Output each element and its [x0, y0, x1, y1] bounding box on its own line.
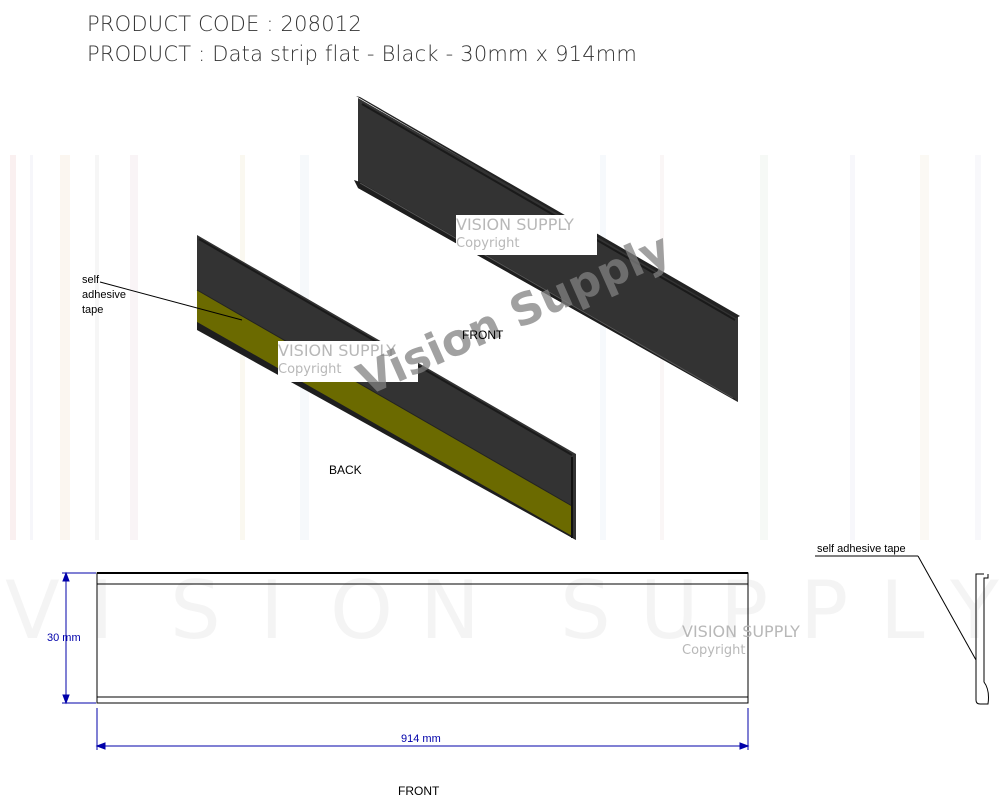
watermark-copyright: Copyright — [456, 236, 520, 251]
background-letters: V I S I O N S U P P L Y — [5, 564, 1000, 657]
watermark-brand: VISION SUPPLY — [278, 341, 396, 360]
bg-letter: Y — [949, 564, 1000, 657]
tape-callout-line: adhesive — [82, 289, 127, 301]
height-dimension: 30 mm — [47, 632, 81, 644]
product-code: PRODUCT CODE : 208012 — [87, 12, 362, 36]
watermark-box: VISION SUPPLY Copyright — [278, 341, 418, 382]
back-strip-3d — [99, 235, 576, 540]
product-name: PRODUCT : Data strip flat - Black - 30mm… — [87, 42, 638, 66]
bg-letter: I — [260, 564, 284, 657]
watermark-brand: VISION SUPPLY — [456, 215, 574, 234]
watermark-box: VISION SUPPLY Copyright — [682, 622, 800, 660]
tape-callout-line: tape — [82, 304, 104, 316]
dimension-lines — [62, 571, 750, 750]
back-label: BACK — [329, 463, 362, 477]
bg-letter: P — [800, 564, 848, 657]
bg-letter: L — [880, 564, 925, 657]
view-label: FRONT — [398, 784, 440, 798]
bg-letter: U — [640, 564, 699, 657]
front-view-drawing — [96, 572, 749, 704]
bg-letter: I — [90, 564, 114, 657]
bg-letter: S — [170, 564, 221, 657]
bg-letter: P — [720, 564, 768, 657]
tape-callout: self adhesive tape — [82, 273, 126, 318]
bg-letter: N — [420, 564, 480, 657]
watermark-box: VISION SUPPLY Copyright — [456, 215, 597, 255]
bg-letter: O — [330, 564, 393, 657]
watermark-copyright: Copyright — [682, 643, 746, 658]
front-label: FRONT — [462, 328, 504, 342]
width-dimension: 914 mm — [401, 733, 441, 745]
profile-label: self adhesive tape — [817, 543, 906, 555]
tape-callout-line: self — [82, 274, 100, 286]
watermark-copyright: Copyright — [278, 362, 342, 377]
watermark-brand: VISION SUPPLY — [682, 622, 800, 641]
side-profile — [815, 555, 989, 705]
bg-letter: S — [560, 564, 611, 657]
bg-letter: V — [5, 564, 60, 657]
